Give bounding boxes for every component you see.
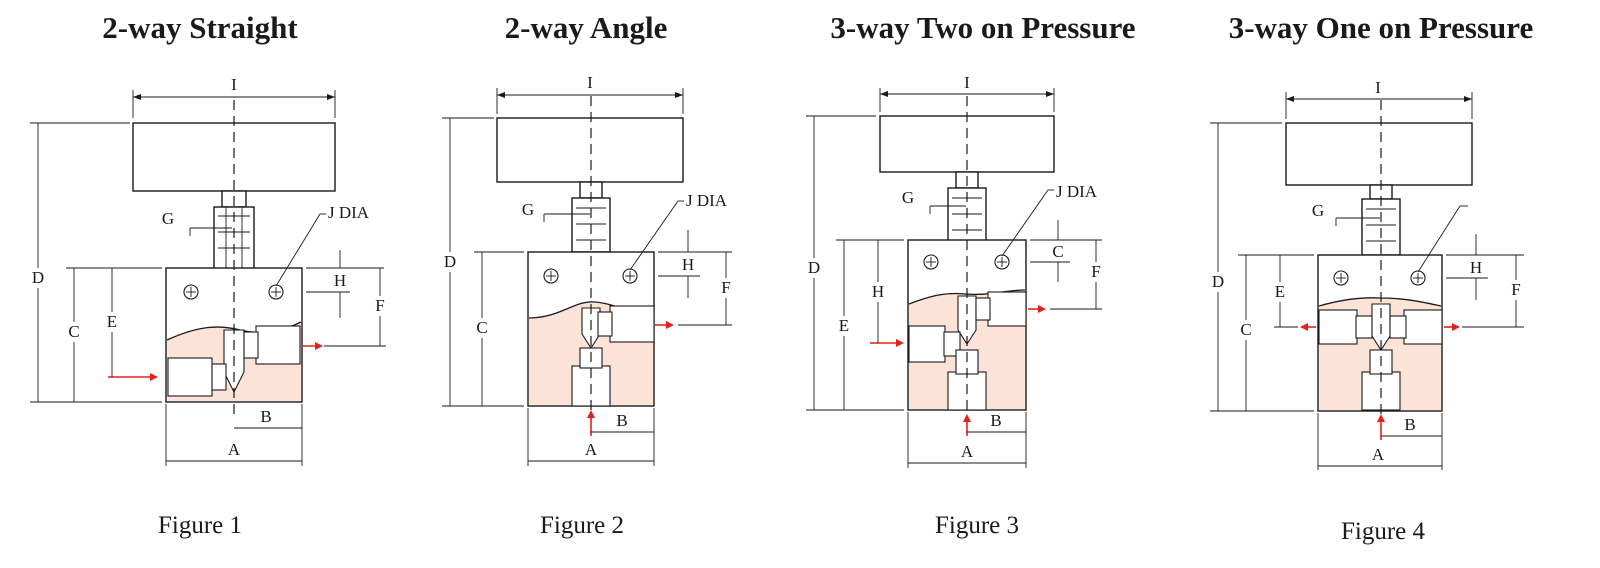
handwheel bbox=[496, 117, 684, 183]
figure-4-title: 3-way One on Pressure bbox=[1228, 10, 1534, 45]
dimension-label-f: F bbox=[1511, 280, 1520, 299]
dimension-label-e: H bbox=[872, 282, 884, 301]
figure-3-panel: 3-way Two on Pressure I G J DIA D E bbox=[780, 0, 1190, 568]
dimension-label-b: B bbox=[616, 411, 627, 430]
dimension-label-c: C bbox=[476, 318, 487, 337]
dimension-label-a: A bbox=[585, 440, 598, 459]
dimension-label-a: A bbox=[961, 442, 974, 461]
figure-1-drawing: I G J DIA D C E H F B A bbox=[30, 75, 388, 466]
dimension-label-h: H bbox=[334, 271, 346, 290]
dimension-label-i: I bbox=[587, 73, 593, 92]
dimension-label-a: A bbox=[228, 440, 241, 459]
dimension-label-b: B bbox=[990, 411, 1001, 430]
figure-3-title: 3-way Two on Pressure bbox=[830, 10, 1136, 45]
figure-1-caption: Figure 1 bbox=[157, 512, 243, 539]
figure-2-caption: Figure 2 bbox=[539, 512, 625, 539]
dimension-label-i: I bbox=[964, 73, 970, 92]
dimension-label-g: G bbox=[1312, 201, 1324, 220]
dimension-label-f: F bbox=[1091, 262, 1100, 281]
dimension-label-h: C bbox=[1052, 242, 1063, 261]
dimension-label-j-dia: J DIA bbox=[686, 191, 728, 210]
figure-3-caption: Figure 3 bbox=[934, 512, 1020, 539]
dimension-label-e: E bbox=[107, 312, 117, 331]
dimension-label-c: E bbox=[839, 316, 849, 335]
handwheel bbox=[1285, 122, 1473, 186]
dimension-label-c: C bbox=[1240, 320, 1251, 339]
inlet-port bbox=[908, 325, 946, 363]
figure-4-caption: Figure 4 bbox=[1340, 518, 1426, 545]
outlet-port bbox=[609, 305, 655, 343]
dimension-label-j-dia: J DIA bbox=[1056, 182, 1098, 201]
dimension-label-f: F bbox=[375, 296, 384, 315]
right-port bbox=[1403, 309, 1443, 345]
dimension-label-c: C bbox=[68, 322, 79, 341]
figure-2-panel: 2-way Angle I G J DIA D C H bbox=[400, 0, 780, 568]
dimension-label-d: D bbox=[808, 258, 820, 277]
dimension-label-g: G bbox=[522, 200, 534, 219]
dimension-label-b: B bbox=[260, 407, 271, 426]
figure-1-panel: 2-way Straight I G J bbox=[0, 0, 400, 568]
figure-2-title: 2-way Angle bbox=[504, 10, 668, 45]
dimension-label-d: D bbox=[444, 252, 456, 271]
figure-4-drawing: I G D C E H F B A bbox=[1210, 78, 1524, 470]
dimension-label-a: A bbox=[1372, 445, 1385, 464]
left-port bbox=[1318, 309, 1358, 345]
figure-3-drawing: I G J DIA D E H C F B A bbox=[806, 73, 1104, 468]
inlet-port bbox=[167, 357, 213, 397]
dimension-label-g: G bbox=[162, 209, 174, 228]
dimension-label-d: D bbox=[32, 268, 44, 287]
dimension-label-i: I bbox=[231, 75, 237, 94]
outlet-port bbox=[255, 325, 301, 365]
dimension-label-b: B bbox=[1404, 415, 1415, 434]
dimension-label-h: H bbox=[1470, 258, 1482, 277]
dimension-label-h: H bbox=[682, 255, 694, 274]
dimension-label-g: G bbox=[902, 188, 914, 207]
figure-2-drawing: I G J DIA D C H F B A bbox=[442, 73, 734, 466]
figure-1-title: 2-way Straight bbox=[102, 10, 298, 45]
outlet-port bbox=[987, 291, 1027, 327]
dimension-label-f: F bbox=[721, 278, 730, 297]
dimension-label-e: E bbox=[1275, 282, 1285, 301]
figure-4-panel: 3-way One on Pressure I G D C bbox=[1190, 0, 1600, 568]
dimension-label-i: I bbox=[1375, 78, 1381, 97]
dimension-label-j-dia: J DIA bbox=[328, 203, 370, 222]
dimension-label-d: D bbox=[1212, 272, 1224, 291]
